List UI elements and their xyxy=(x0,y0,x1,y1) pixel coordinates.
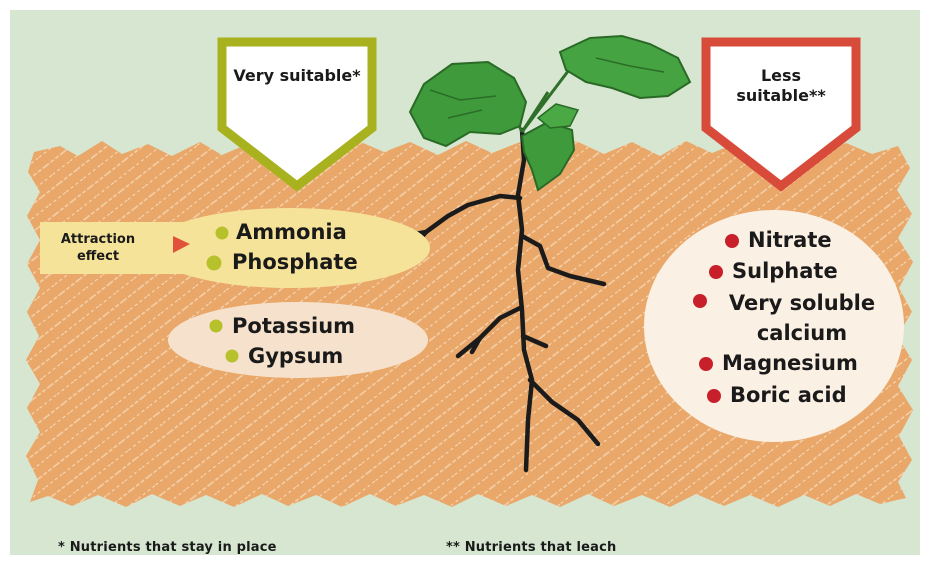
nutrient-phosphate: Phosphate xyxy=(232,250,358,274)
nutrient-very-soluble-calcium: Very soluble calcium xyxy=(712,288,892,348)
nutrient-boric-acid: Boric acid xyxy=(730,383,847,407)
footnote-leach: ** Nutrients that leach xyxy=(446,540,616,555)
nutrient-potassium: Potassium xyxy=(232,314,355,338)
footnote-stay: * Nutrients that stay in place xyxy=(58,540,277,555)
nutrient-magnesium: Magnesium xyxy=(722,351,858,375)
nutrient-ammonia: Ammonia xyxy=(236,220,347,244)
attraction-label: Attraction effect xyxy=(48,231,148,265)
nutrient-nitrate: Nitrate xyxy=(748,228,832,252)
very-suitable-label: Very suitable* xyxy=(232,66,362,86)
less-suitable-label: Less suitable** xyxy=(716,66,846,106)
nutrient-sulphate: Sulphate xyxy=(732,259,838,283)
nutrient-gypsum: Gypsum xyxy=(248,344,343,368)
